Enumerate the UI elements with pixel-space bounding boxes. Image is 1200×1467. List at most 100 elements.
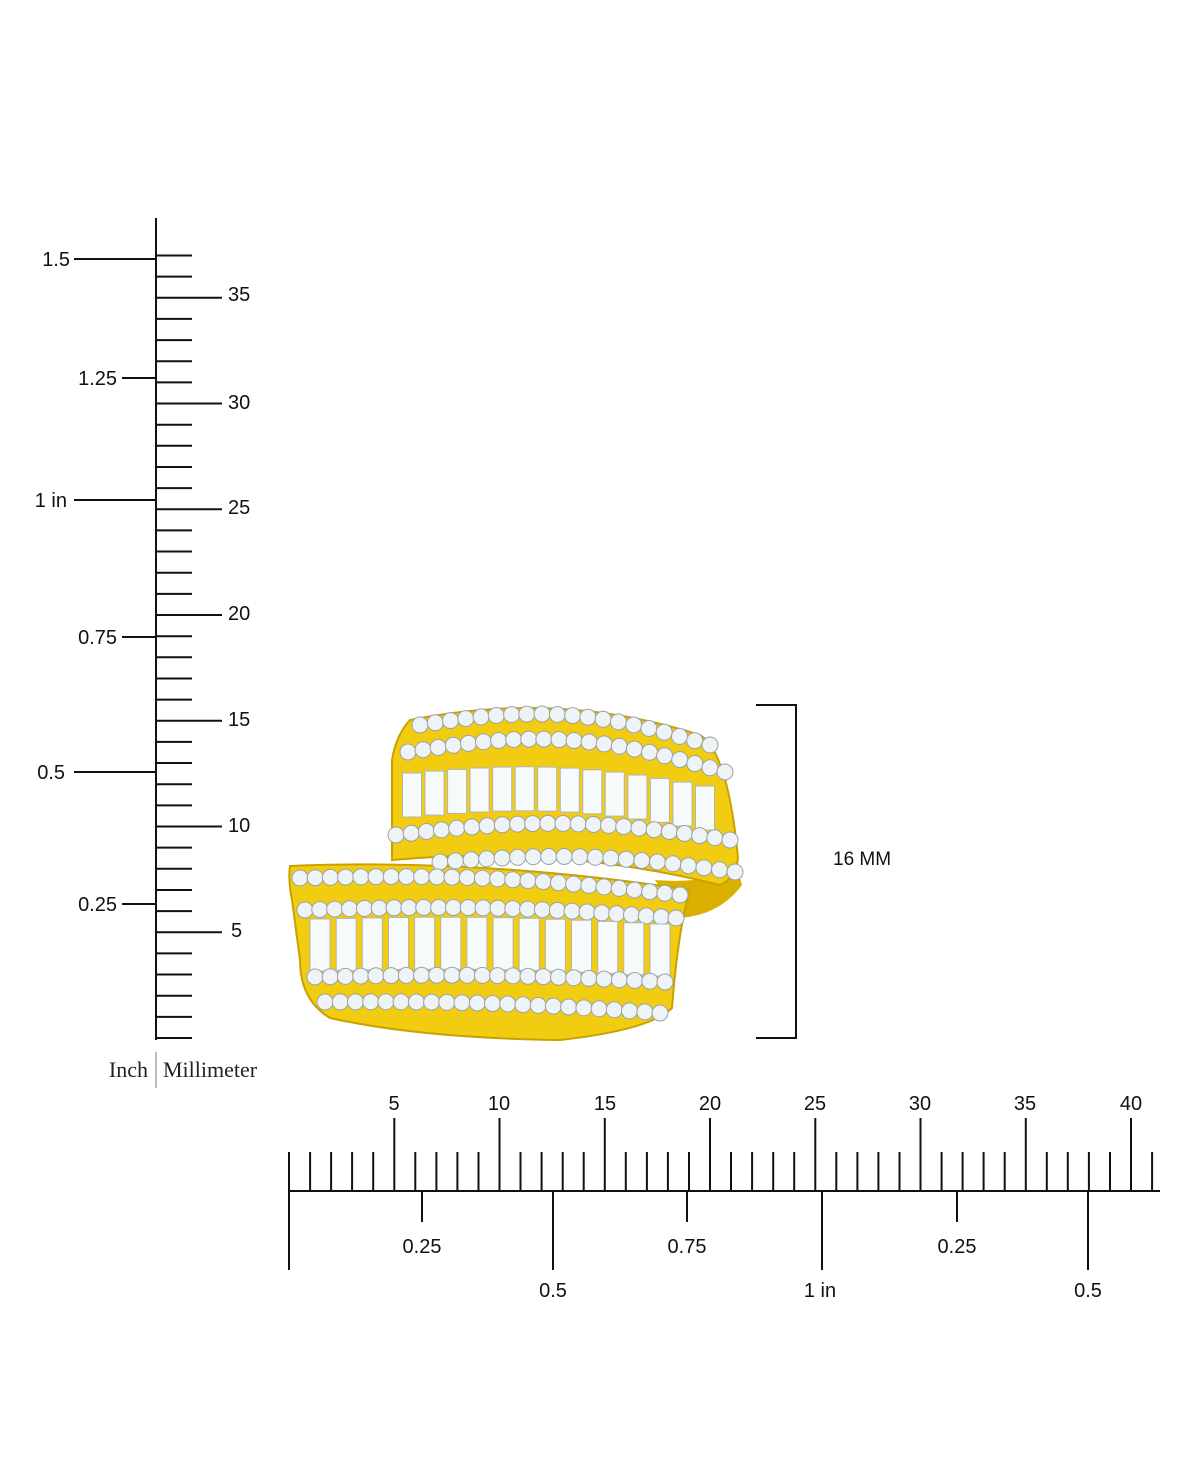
round-stone	[701, 736, 719, 754]
baguette-stone	[514, 766, 535, 812]
inch-label: 0.75	[668, 1236, 707, 1258]
mm-caption: Millimeter	[163, 1057, 258, 1082]
round-stone	[676, 825, 693, 842]
baguette-stone	[627, 774, 648, 820]
round-stone	[550, 968, 567, 986]
round-stone	[431, 853, 449, 871]
round-stone	[563, 902, 581, 920]
round-stone	[306, 869, 324, 887]
inch-label: 0.5	[539, 1280, 567, 1302]
baguette-stone	[582, 769, 603, 815]
inch-label: 1.5	[42, 249, 70, 271]
round-stone	[691, 827, 709, 845]
round-stone	[641, 743, 658, 761]
round-stone	[474, 899, 492, 917]
horizontal-ruler: 5 10 15 20 25 30 35 40 0.25 0.75 0.25 0.…	[288, 1093, 1160, 1302]
round-stone	[352, 967, 370, 985]
inch-label: 1 in	[35, 490, 67, 512]
round-stone	[468, 994, 486, 1012]
round-stone	[311, 901, 329, 919]
round-stone	[413, 966, 430, 984]
round-stone	[610, 971, 628, 989]
mm-label: 20	[228, 603, 250, 625]
round-stone	[321, 868, 339, 886]
baguette-stone	[649, 923, 671, 977]
round-stone	[686, 755, 704, 773]
round-stone	[447, 852, 464, 870]
baguette-stone	[544, 918, 566, 972]
round-stone	[459, 734, 477, 752]
round-stone	[402, 824, 420, 842]
round-stone	[367, 967, 385, 985]
round-stone	[595, 735, 613, 753]
mm-label: 5	[231, 920, 242, 942]
baguette-stone	[518, 917, 540, 971]
mm-label: 10	[488, 1093, 510, 1115]
mm-label: 30	[228, 392, 250, 414]
round-stone	[442, 712, 459, 730]
round-stone	[640, 720, 658, 737]
dimension-label: 16 MM	[833, 849, 891, 870]
round-stone	[539, 814, 557, 832]
round-stone	[520, 730, 538, 748]
round-stone	[509, 815, 526, 833]
inch-label: 0.25	[938, 1236, 977, 1258]
baguette-stone	[469, 767, 490, 813]
mm-label: 10	[228, 815, 250, 837]
round-stone	[671, 886, 689, 904]
round-stone	[524, 815, 542, 833]
baguette-stone	[571, 919, 592, 973]
round-stone	[615, 818, 633, 836]
round-stone	[641, 972, 659, 990]
round-stone	[438, 993, 456, 1011]
round-stone	[490, 732, 508, 749]
bracket-line	[756, 704, 797, 1039]
round-stone	[569, 815, 587, 833]
mm-label: 25	[228, 497, 250, 519]
round-stone	[578, 903, 596, 921]
round-stone	[686, 732, 704, 750]
inch-label: 1 in	[804, 1280, 836, 1302]
mm-label: 35	[228, 284, 250, 306]
round-stone	[701, 759, 719, 777]
baguette-stone	[414, 916, 436, 970]
round-stone	[656, 747, 674, 765]
round-stone	[414, 741, 432, 759]
round-stone	[533, 705, 551, 723]
round-stone	[625, 716, 643, 734]
baguette-stone	[466, 916, 488, 970]
round-stone	[443, 868, 461, 886]
round-stone	[385, 899, 403, 917]
baguette-stone	[440, 916, 462, 970]
round-stone	[448, 819, 466, 837]
round-stone	[595, 970, 613, 988]
round-stone	[367, 868, 385, 886]
round-stone	[633, 852, 651, 869]
round-stone	[726, 863, 744, 881]
round-stone	[641, 883, 659, 901]
round-stone	[355, 899, 373, 917]
round-stone	[458, 869, 476, 887]
round-stone	[630, 819, 648, 837]
round-stone	[291, 869, 309, 887]
round-stone	[519, 900, 537, 918]
round-stone	[426, 714, 444, 732]
round-stone	[473, 966, 491, 984]
mm-label: 30	[909, 1093, 931, 1115]
round-stone	[535, 730, 553, 748]
round-stone	[514, 996, 532, 1014]
round-stone	[580, 969, 598, 987]
inch-label: 0.25	[78, 894, 117, 916]
round-stone	[463, 818, 481, 836]
round-stone	[519, 967, 537, 985]
round-stone	[548, 706, 566, 723]
round-stone	[602, 849, 620, 867]
baguette-stone	[695, 785, 715, 831]
round-stone	[524, 848, 542, 866]
round-stone	[509, 848, 527, 866]
baguette-stone	[597, 920, 619, 974]
round-stone	[610, 737, 628, 755]
round-stone	[609, 713, 627, 731]
round-stone	[652, 908, 670, 926]
